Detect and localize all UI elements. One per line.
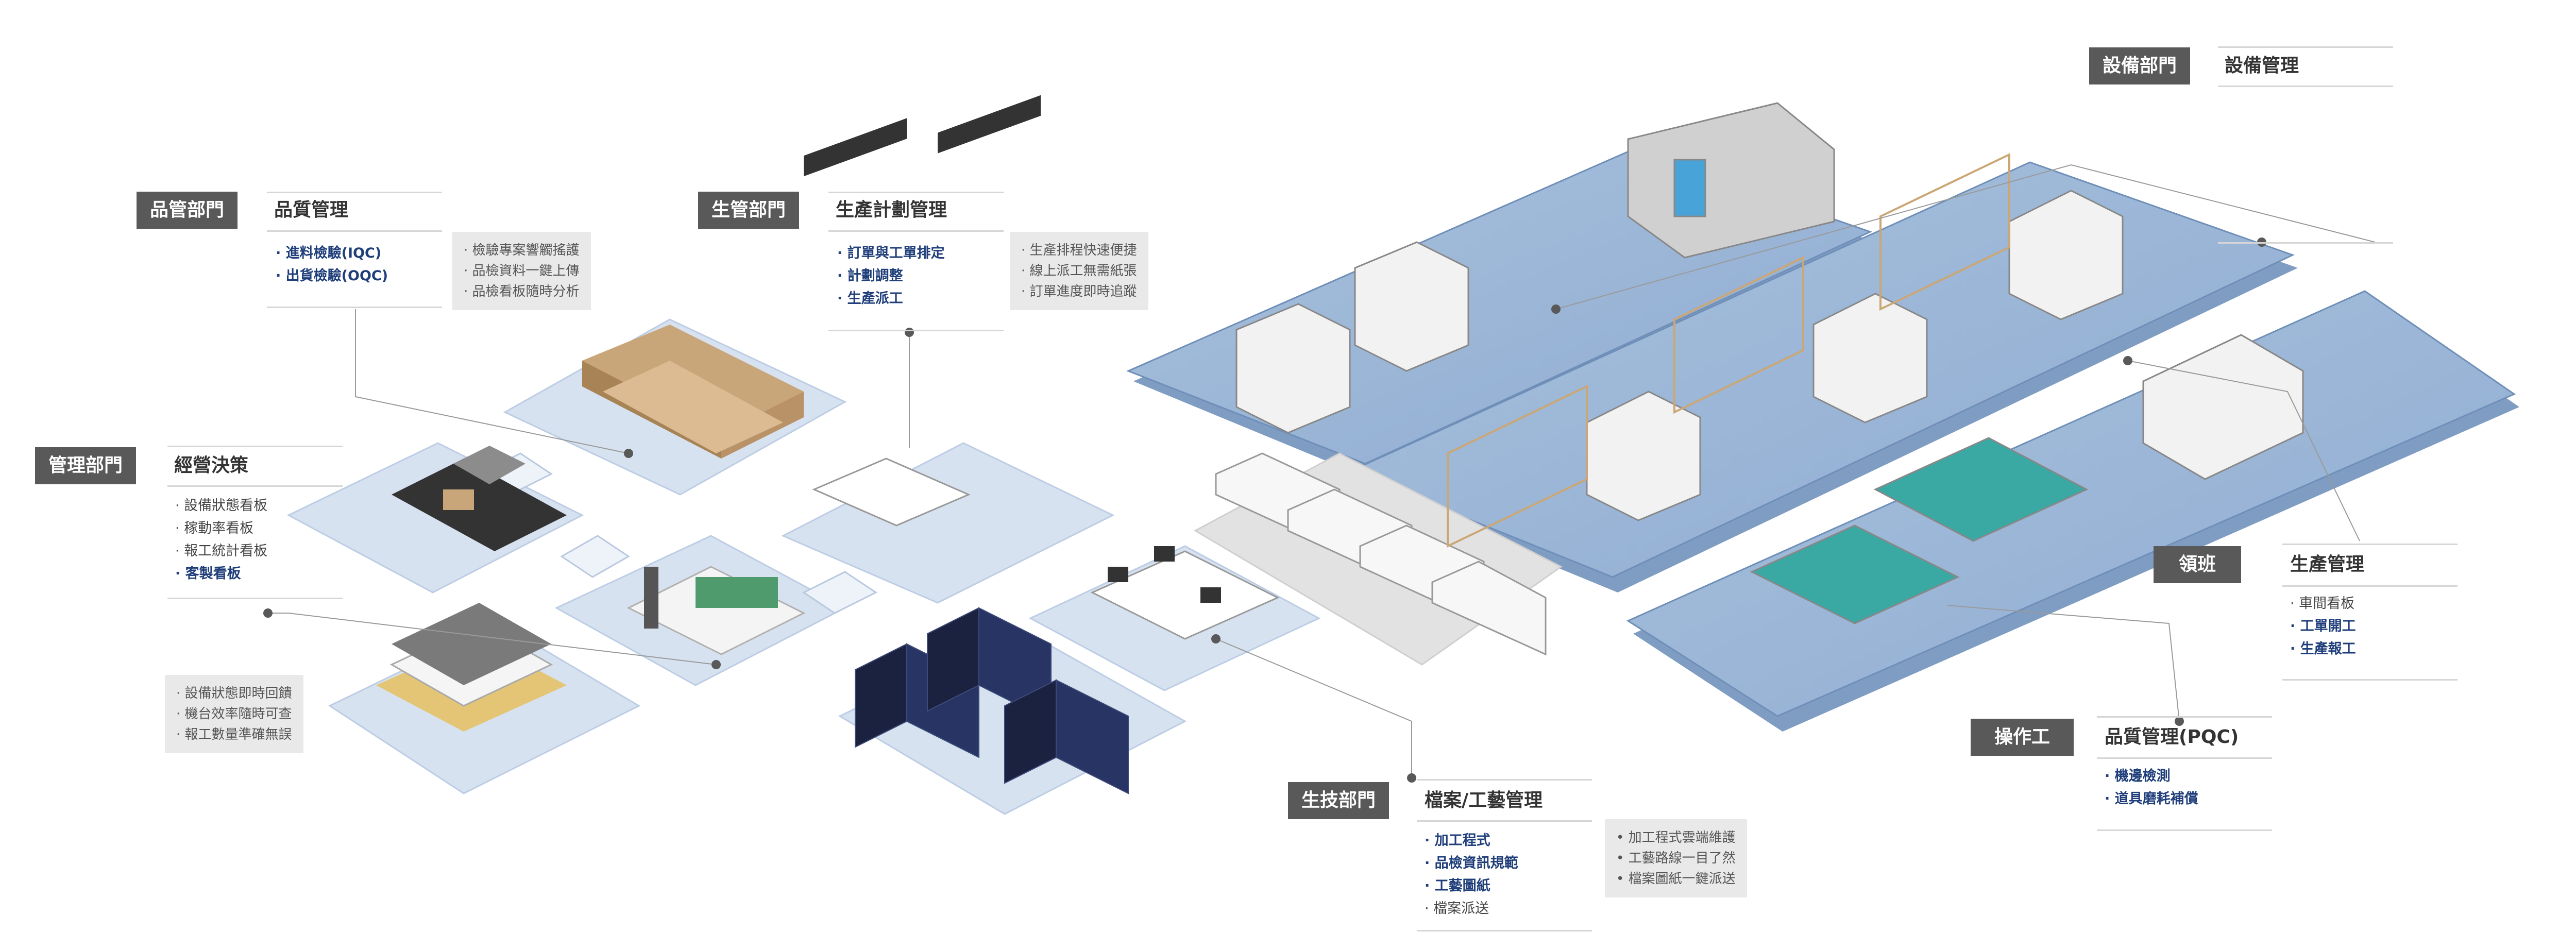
notes-tech: • 加工程式雲端維護 • 工藝路線一目了然 • 檔案圖紙一鍵派送 <box>1605 819 1747 897</box>
office-desk <box>626 566 806 655</box>
note-item: · 品檢看板隨時分析 <box>464 284 580 299</box>
list-item: · 訂單與工單排定 <box>837 245 945 261</box>
list-management: · 設備狀態看板 · 稼動率看板 · 報工統計看板 · 客製看板 <box>175 495 267 585</box>
note-item: • 工藝路線一目了然 <box>1616 851 1736 866</box>
divider <box>267 230 442 232</box>
list-foreman: · 車間看板 · 工單開工 · 生產報工 <box>2290 592 2356 660</box>
title-management: 經營決策 <box>174 455 249 476</box>
list-item: · 工單開工 <box>2290 618 2356 634</box>
xray-conveyor <box>392 446 567 551</box>
notes-production: · 生產排程快速便捷 · 線上派工無需紙張 · 訂單進度即時追蹤 <box>1010 232 1148 310</box>
list-operator: · 機邊檢測 · 道具磨耗補償 <box>2105 765 2198 810</box>
management-building <box>376 603 567 732</box>
list-item: · 品檢資訊規範 <box>1425 855 1518 871</box>
list-item: · 計劃調整 <box>837 268 903 284</box>
dept-badge-operator: 操作工 <box>1971 719 2074 756</box>
title-foreman: 生產管理 <box>2290 554 2365 575</box>
note-item: · 設備狀態即時回饋 <box>176 686 292 701</box>
warehouse-shelves <box>582 325 804 459</box>
title-tech: 檔案/工藝管理 <box>1425 790 1543 811</box>
divider <box>2282 679 2458 681</box>
dept-badge-production: 生管部門 <box>698 192 800 229</box>
title-quality: 品質管理 <box>274 199 349 221</box>
note-item: • 檔案圖紙一鍵派送 <box>1616 871 1736 887</box>
list-item: · 車間看板 <box>2290 596 2355 612</box>
notes-quality: · 檢驗專案響觸搖護 · 品檢資料一鍵上傳 · 品檢看板隨時分析 <box>452 232 591 310</box>
note-item: · 機台效率隨時可查 <box>176 706 292 722</box>
note-item: • 加工程式雲端維護 <box>1616 830 1736 845</box>
list-item: · 加工程式 <box>1425 833 1490 849</box>
note-item: · 檢驗專案響觸搖護 <box>464 243 580 258</box>
divider <box>2097 757 2272 759</box>
divider <box>2218 46 2393 48</box>
title-operator: 品質管理(PQC) <box>2105 726 2239 748</box>
title-production: 生產計劃管理 <box>836 199 947 221</box>
note-item: · 生產排程快速便捷 <box>1021 243 1137 258</box>
divider <box>2282 544 2458 545</box>
list-item: · 客製看板 <box>175 566 241 582</box>
dept-badge-quality: 品管部門 <box>137 192 238 229</box>
list-item: · 稼動率看板 <box>175 520 254 536</box>
list-item: · 檔案派送 <box>1425 901 1489 917</box>
list-item: · 生產報工 <box>2290 641 2356 657</box>
list-item: · 工藝圖紙 <box>1425 878 1490 894</box>
list-item: · 進料檢驗(IQC) <box>276 245 382 261</box>
divider <box>828 330 1004 331</box>
divider <box>2097 716 2272 718</box>
divider <box>167 598 343 599</box>
note-item: · 報工數量準確無誤 <box>176 727 292 742</box>
list-item: · 出貨檢驗(OQC) <box>276 268 388 284</box>
list-item: · 報工統計看板 <box>175 543 268 559</box>
note-item: · 訂單進度即時追蹤 <box>1021 284 1137 299</box>
note-item: · 線上派工無需紙張 <box>1021 263 1137 279</box>
tech-desks <box>1090 546 1280 640</box>
cmm-machines <box>1750 437 2089 624</box>
divider <box>2218 242 2393 244</box>
notes-management: · 設備狀態即時回饋 · 機台效率隨時可查 · 報工數量準確無誤 <box>165 675 303 753</box>
divider <box>2097 829 2272 831</box>
divider <box>1417 820 1592 822</box>
cnc-machines <box>1235 102 2304 521</box>
dept-badge-equipment: 設備部門 <box>2089 47 2191 84</box>
dept-badge-management: 管理部門 <box>35 447 137 484</box>
divider <box>2218 86 2393 87</box>
divider <box>2282 585 2458 587</box>
dept-badge-foreman: 領班 <box>2154 546 2241 583</box>
divider <box>267 192 442 193</box>
divider <box>828 192 1004 193</box>
note-item: · 品檢資料一鍵上傳 <box>464 263 580 279</box>
list-item: · 生產派工 <box>837 291 903 307</box>
list-item: · 機邊檢測 <box>2105 768 2171 784</box>
planning-desks <box>804 95 1041 527</box>
divider <box>1417 930 1592 931</box>
list-item: · 設備狀態看板 <box>175 498 268 514</box>
divider <box>167 485 343 487</box>
list-quality: · 進料檢驗(IQC) · 出貨檢驗(OQC) <box>276 242 388 287</box>
divider <box>828 230 1004 232</box>
list-production: · 訂單與工單排定 · 計劃調整 · 生產派工 <box>837 242 945 310</box>
server-racks <box>855 607 1129 794</box>
list-tech: · 加工程式 · 品檢資訊規範 · 工藝圖紙 · 檔案派送 <box>1425 829 1518 920</box>
list-item: · 道具磨耗補償 <box>2105 791 2198 807</box>
dept-badge-tech: 生技部門 <box>1288 782 1389 819</box>
divider <box>167 446 343 447</box>
title-equipment: 設備管理 <box>2225 55 2299 76</box>
divider <box>267 307 442 308</box>
divider <box>1417 779 1592 781</box>
white-cabinets <box>1215 452 1547 656</box>
leader-lines <box>268 164 2376 778</box>
robot-cells <box>1447 152 2010 548</box>
